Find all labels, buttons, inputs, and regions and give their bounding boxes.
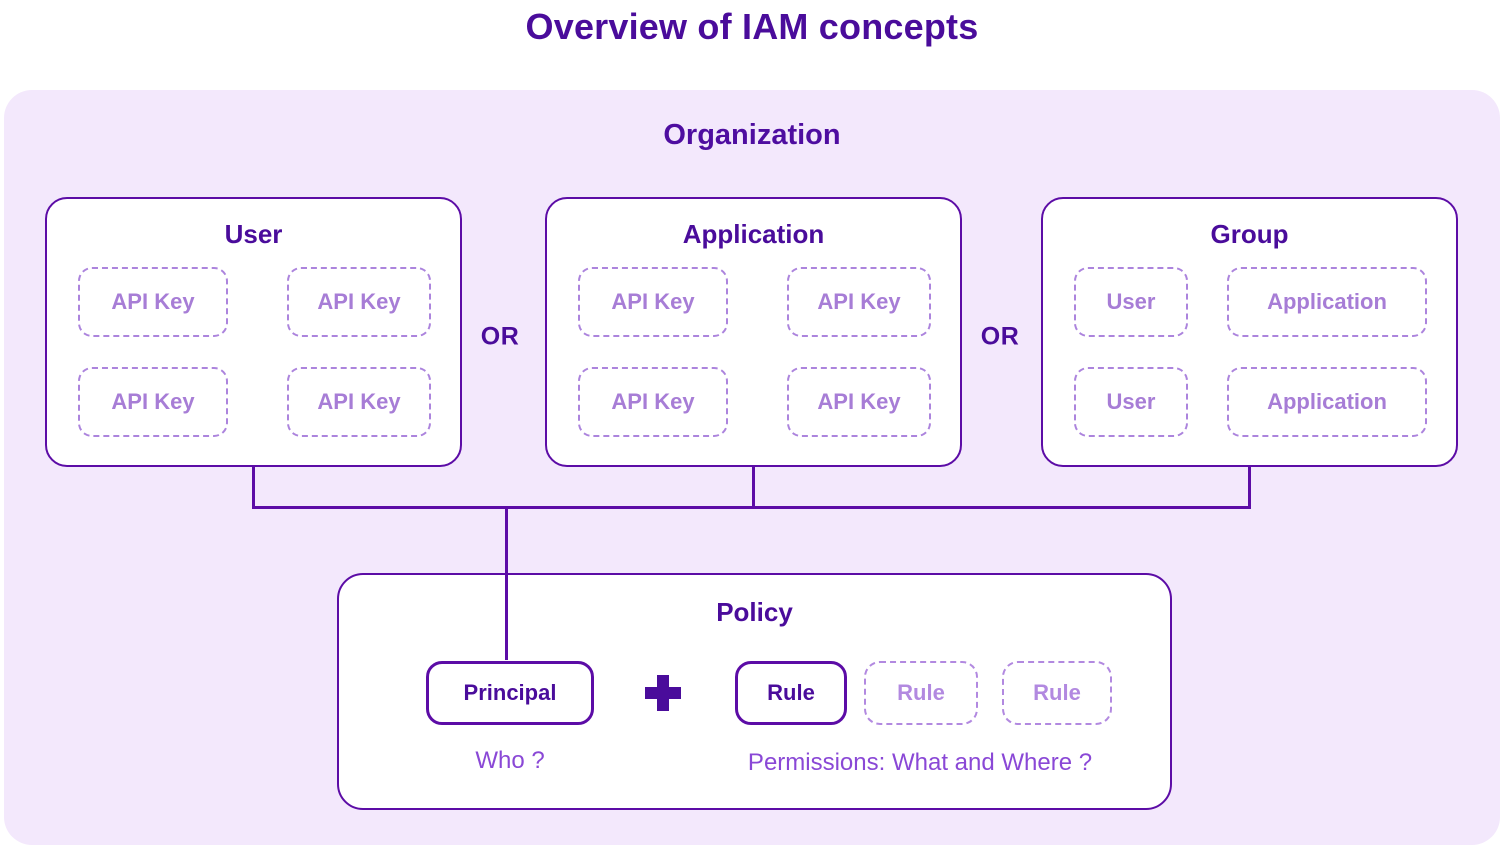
organization-container: Organization User API Key API Key API Ke…	[4, 90, 1500, 845]
group-member-user-chip: User	[1074, 367, 1188, 437]
connector-line-user	[252, 466, 255, 507]
policy-title: Policy	[716, 597, 793, 627]
entity-title-user: User	[224, 219, 283, 249]
plus-icon-horizontal-bar	[645, 687, 681, 699]
entity-box-group: Group User Application User Application	[1041, 197, 1458, 467]
entity-box-user: User API Key API Key API Key API Key	[45, 197, 462, 467]
chip-grid-application: API Key API Key API Key API Key	[578, 267, 931, 437]
connector-line-application	[752, 466, 755, 507]
rule-box-dashed: Rule	[1002, 661, 1112, 725]
who-caption: Who ?	[475, 747, 545, 774]
api-key-chip: API Key	[287, 367, 431, 437]
rule-box-dashed: Rule	[864, 661, 978, 725]
connector-line-to-principal	[505, 507, 508, 660]
api-key-chip: API Key	[78, 267, 228, 337]
entity-title-application: Application	[682, 219, 825, 249]
group-member-application-chip: Application	[1227, 267, 1427, 337]
entity-box-application: Application API Key API Key API Key API …	[545, 197, 962, 467]
permissions-caption: Permissions: What and Where ?	[747, 749, 1093, 776]
connector-line-horizontal	[252, 506, 1251, 509]
group-member-application-chip: Application	[1227, 367, 1427, 437]
policy-box: Policy Principal Rule Rule Rule Who ? Pe…	[337, 573, 1172, 810]
connector-line-group	[1248, 466, 1251, 507]
entity-title-group: Group	[1210, 219, 1289, 249]
api-key-chip: API Key	[787, 267, 931, 337]
or-label: OR	[480, 322, 520, 351]
organization-label: Organization	[663, 119, 841, 151]
or-label: OR	[980, 322, 1020, 351]
chip-grid-user: API Key API Key API Key API Key	[78, 267, 431, 437]
api-key-chip: API Key	[787, 367, 931, 437]
principal-box: Principal	[426, 661, 594, 725]
rule-box-solid: Rule	[735, 661, 847, 725]
api-key-chip: API Key	[578, 367, 728, 437]
api-key-chip: API Key	[287, 267, 431, 337]
page-title: Overview of IAM concepts	[525, 6, 979, 47]
chip-grid-group: User Application User Application	[1074, 267, 1427, 437]
group-member-user-chip: User	[1074, 267, 1188, 337]
plus-icon	[645, 675, 681, 711]
api-key-chip: API Key	[78, 367, 228, 437]
api-key-chip: API Key	[578, 267, 728, 337]
